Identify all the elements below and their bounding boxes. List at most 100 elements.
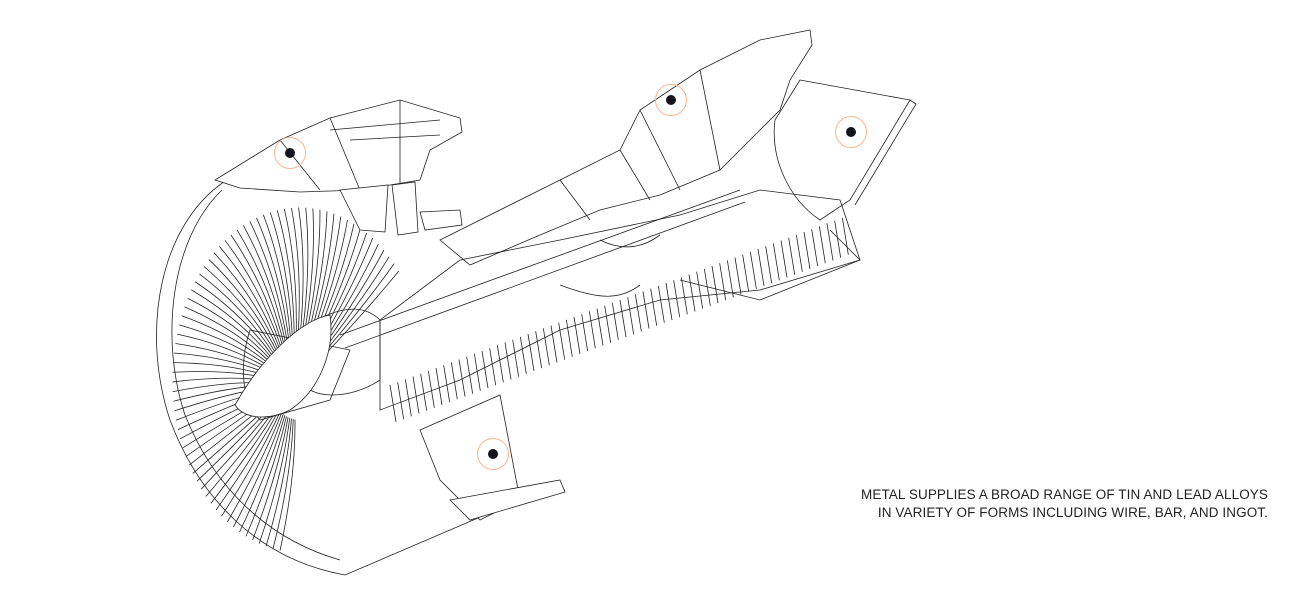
fan-blade [322,256,390,352]
hotspot-dot [666,95,676,105]
turbine-blade [749,251,757,289]
turbine-blade [489,348,497,386]
fan-blade [323,263,395,354]
turbine-blade [665,282,673,321]
fan-blade [233,413,284,528]
fan-blade [230,234,284,347]
turbine-blade [389,384,397,423]
turbine-blade [772,243,780,281]
turbine-blade [803,231,811,270]
turbine-blade [757,248,765,287]
fan-blade [215,409,280,511]
fan-blade [269,212,293,342]
turbine-blade [496,345,504,383]
fan-blade [181,315,271,366]
fan-blade [245,416,287,537]
turbine-blade [435,367,443,406]
fan-blade [262,214,292,342]
turbine-blade [841,217,849,255]
fan-blade [298,207,304,341]
turbine-blade [588,311,596,349]
turbine-blade [450,362,458,400]
turbine-blade [611,302,619,340]
turbine-blade [788,237,796,275]
fan-blade [208,259,278,353]
hotspot-dot [488,449,498,459]
turbine-blade [542,328,550,366]
turbine-blade [680,277,688,315]
fan-blade [301,207,309,341]
fan-blade [265,418,292,547]
turbine-blade [834,220,842,258]
turbine-blade [711,265,719,304]
turbine-blade [581,314,589,352]
fan-blade [187,297,273,362]
turbine-blade [734,257,742,295]
turbine-blade [412,376,420,414]
hotspot-compressor-casing[interactable] [655,84,687,116]
fan-blade [184,306,272,364]
fan-blade [252,417,289,541]
hotspot-fan-blades[interactable] [477,438,509,470]
fan-blade [258,417,291,544]
turbine-blade [765,246,773,284]
turbine-blade [696,271,704,309]
fan-blade [276,210,295,341]
turbine-blade [558,322,566,360]
fan-blade [177,333,270,370]
fan-blade [256,217,290,343]
fan-blade [203,266,277,354]
turbine-blade [535,331,543,369]
turbine-blade [504,342,512,380]
turbine-blade [703,268,711,306]
turbine-blade [420,373,428,411]
hotspot-dot [285,148,295,158]
fan-blade [279,419,296,551]
caption-line-1: METAL SUPPLIES A BROAD RANGE OF TIN AND … [861,487,1268,502]
turbine-blade [427,370,435,408]
turbine-blade-rows [389,217,849,423]
turbine-blade [688,274,696,312]
fan-blade [227,412,283,522]
fan-blade [191,289,274,360]
turbine-blade [634,294,642,332]
fan-blade [243,225,287,345]
fan-blade [324,270,400,355]
fan-blade [199,273,276,356]
turbine-blade [458,359,466,397]
turbine-blade [795,234,803,272]
hotspot-fan-casing[interactable] [274,137,306,169]
turbine-blade [673,280,681,318]
turbine-blade [650,288,658,326]
fan-blade [194,281,275,358]
turbine-blade [527,333,535,372]
turbine-blade [473,353,481,391]
fan-blade [210,408,278,504]
turbine-blade [481,350,489,389]
turbine-blade [519,336,527,374]
turbine-blade [742,254,750,292]
turbine-blade [627,297,635,335]
fan-blade [221,411,281,517]
fan-blade [219,246,281,350]
turbine-blade [466,356,474,394]
turbine-blade [512,339,520,377]
hotspot-dot [846,127,856,137]
fan-blade [272,419,294,549]
turbine-blade [818,226,826,264]
turbine-blade [573,316,581,355]
caption: METAL SUPPLIES A BROAD RANGE OF TIN AND … [861,486,1268,522]
engine-body [156,29,917,576]
hotspot-exhaust-nozzle[interactable] [835,116,867,148]
turbine-blade [596,308,604,346]
turbine-blade [404,379,412,417]
turbine-blade [565,319,573,357]
turbine-blade [719,263,727,301]
fan-blade [205,406,277,497]
fan-blade [283,208,297,341]
fan-blade [249,221,288,344]
turbine-blade [443,365,451,403]
turbine-blade [826,223,834,261]
turbine-blade [811,229,819,267]
fan-blade [213,252,279,351]
